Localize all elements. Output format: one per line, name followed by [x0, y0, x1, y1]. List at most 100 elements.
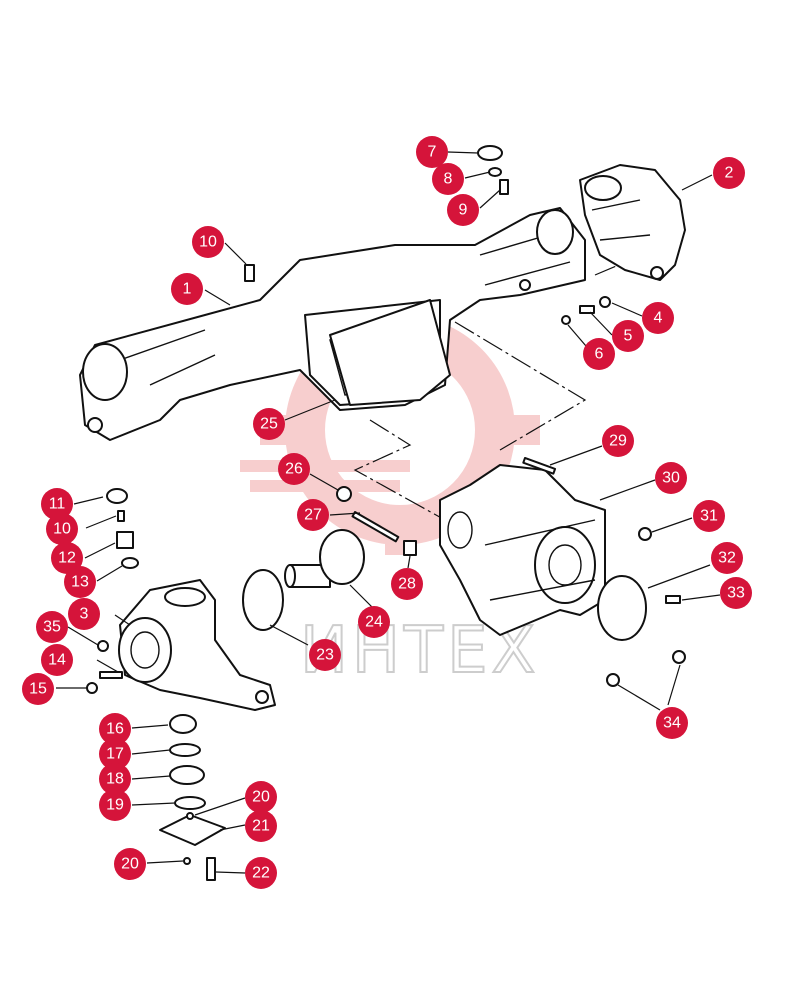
callout-15: 15: [22, 673, 54, 705]
callout-23: 23: [309, 639, 341, 671]
svg-text:18: 18: [106, 771, 124, 788]
nut-4: [599, 296, 611, 308]
nut-6: [561, 315, 571, 325]
svg-text:35: 35: [43, 619, 61, 636]
svg-text:31: 31: [700, 508, 718, 525]
callout-20b: 20: [114, 848, 146, 880]
callout-9: 9: [447, 194, 479, 226]
svg-text:5: 5: [624, 328, 633, 345]
svg-text:10: 10: [53, 521, 71, 538]
bolt-22: [206, 857, 216, 881]
svg-text:13: 13: [71, 574, 89, 591]
callout-24: 24: [358, 606, 390, 638]
small-parts: [86, 145, 686, 881]
bushing-28: [403, 540, 417, 556]
nut-20b: [183, 857, 191, 865]
rod-27: [351, 511, 400, 543]
pinion-shaft: [284, 529, 365, 588]
callout-16: 16: [99, 713, 131, 745]
flange-21: [159, 814, 226, 846]
svg-text:8: 8: [444, 171, 453, 188]
svg-text:14: 14: [48, 652, 66, 669]
callout-7: 7: [416, 136, 448, 168]
plug-7: [477, 145, 503, 161]
seal-ring-23: [242, 569, 284, 631]
left-knuckle: [118, 579, 276, 711]
nut-34b: [606, 673, 620, 687]
callout-30: 30: [655, 462, 687, 494]
ring-17: [169, 743, 201, 757]
pin-5: [579, 305, 595, 314]
svg-text:11: 11: [49, 496, 66, 513]
bolt-9: [499, 179, 509, 195]
nut-34a: [672, 650, 686, 664]
callout-29: 29: [602, 425, 634, 457]
callout-2: 2: [713, 157, 745, 189]
svg-text:15: 15: [29, 681, 47, 698]
callout-6: 6: [583, 338, 615, 370]
ring-19: [174, 796, 206, 810]
callout-10: 10: [192, 226, 224, 258]
svg-text:12: 12: [58, 550, 76, 567]
callout-14: 14: [41, 644, 73, 676]
callout-5: 5: [612, 320, 644, 352]
callout-33: 33: [720, 577, 752, 609]
callout-18: 18: [99, 763, 131, 795]
callout-11: 11: [41, 488, 73, 520]
svg-text:33: 33: [727, 585, 745, 602]
callout-27: 27: [297, 499, 329, 531]
callouts: 1 2 3 4 5 6 7 8 9 10 10 11 12 13 14 15 1…: [22, 136, 752, 889]
svg-text:26: 26: [285, 461, 303, 478]
right-knuckle: [579, 164, 686, 281]
gasket-25: [329, 299, 451, 406]
svg-text:24: 24: [365, 614, 383, 631]
svg-text:32: 32: [718, 550, 736, 567]
callout-28: 28: [391, 568, 423, 600]
callout-3: 3: [68, 598, 100, 630]
cap-16: [169, 714, 197, 734]
svg-text:16: 16: [106, 721, 124, 738]
callout-26: 26: [278, 453, 310, 485]
callout-17: 17: [99, 738, 131, 770]
fitting-12: [116, 531, 134, 549]
callout-8: 8: [432, 163, 464, 195]
svg-text:29: 29: [609, 433, 627, 450]
svg-text:1: 1: [183, 281, 192, 298]
washer-13: [121, 557, 139, 569]
svg-text:20: 20: [121, 856, 139, 873]
nut-31: [638, 527, 652, 541]
callout-4: 4: [642, 302, 674, 334]
svg-text:20: 20: [252, 789, 270, 806]
callout-25: 25: [253, 408, 285, 440]
breather-10b: [117, 510, 125, 522]
callout-13: 13: [64, 566, 96, 598]
callout-21: 21: [245, 810, 277, 842]
svg-text:25: 25: [260, 416, 278, 433]
svg-text:9: 9: [459, 202, 468, 219]
nut-35: [97, 640, 109, 652]
svg-text:22: 22: [252, 865, 270, 882]
nut-20a: [186, 812, 194, 820]
callout-12: 12: [51, 542, 83, 574]
breather-10: [244, 264, 255, 282]
svg-text:21: 21: [252, 818, 270, 835]
callout-20a: 20: [245, 781, 277, 813]
svg-text:23: 23: [316, 647, 334, 664]
nut-26: [336, 486, 352, 502]
bearing-18: [169, 765, 205, 785]
svg-text:27: 27: [304, 507, 322, 524]
svg-text:3: 3: [80, 606, 89, 623]
nut-15: [86, 682, 98, 694]
svg-text:7: 7: [428, 144, 437, 161]
stud-29: [522, 457, 557, 475]
callout-34: 34: [656, 707, 688, 739]
pin-33: [665, 595, 681, 604]
svg-text:6: 6: [595, 346, 604, 363]
differential-carrier: [439, 464, 606, 636]
callout-22: 22: [245, 857, 277, 889]
svg-text:17: 17: [106, 746, 124, 763]
plug-11: [106, 488, 128, 504]
svg-text:2: 2: [725, 165, 734, 182]
callout-10b: 10: [46, 513, 78, 545]
